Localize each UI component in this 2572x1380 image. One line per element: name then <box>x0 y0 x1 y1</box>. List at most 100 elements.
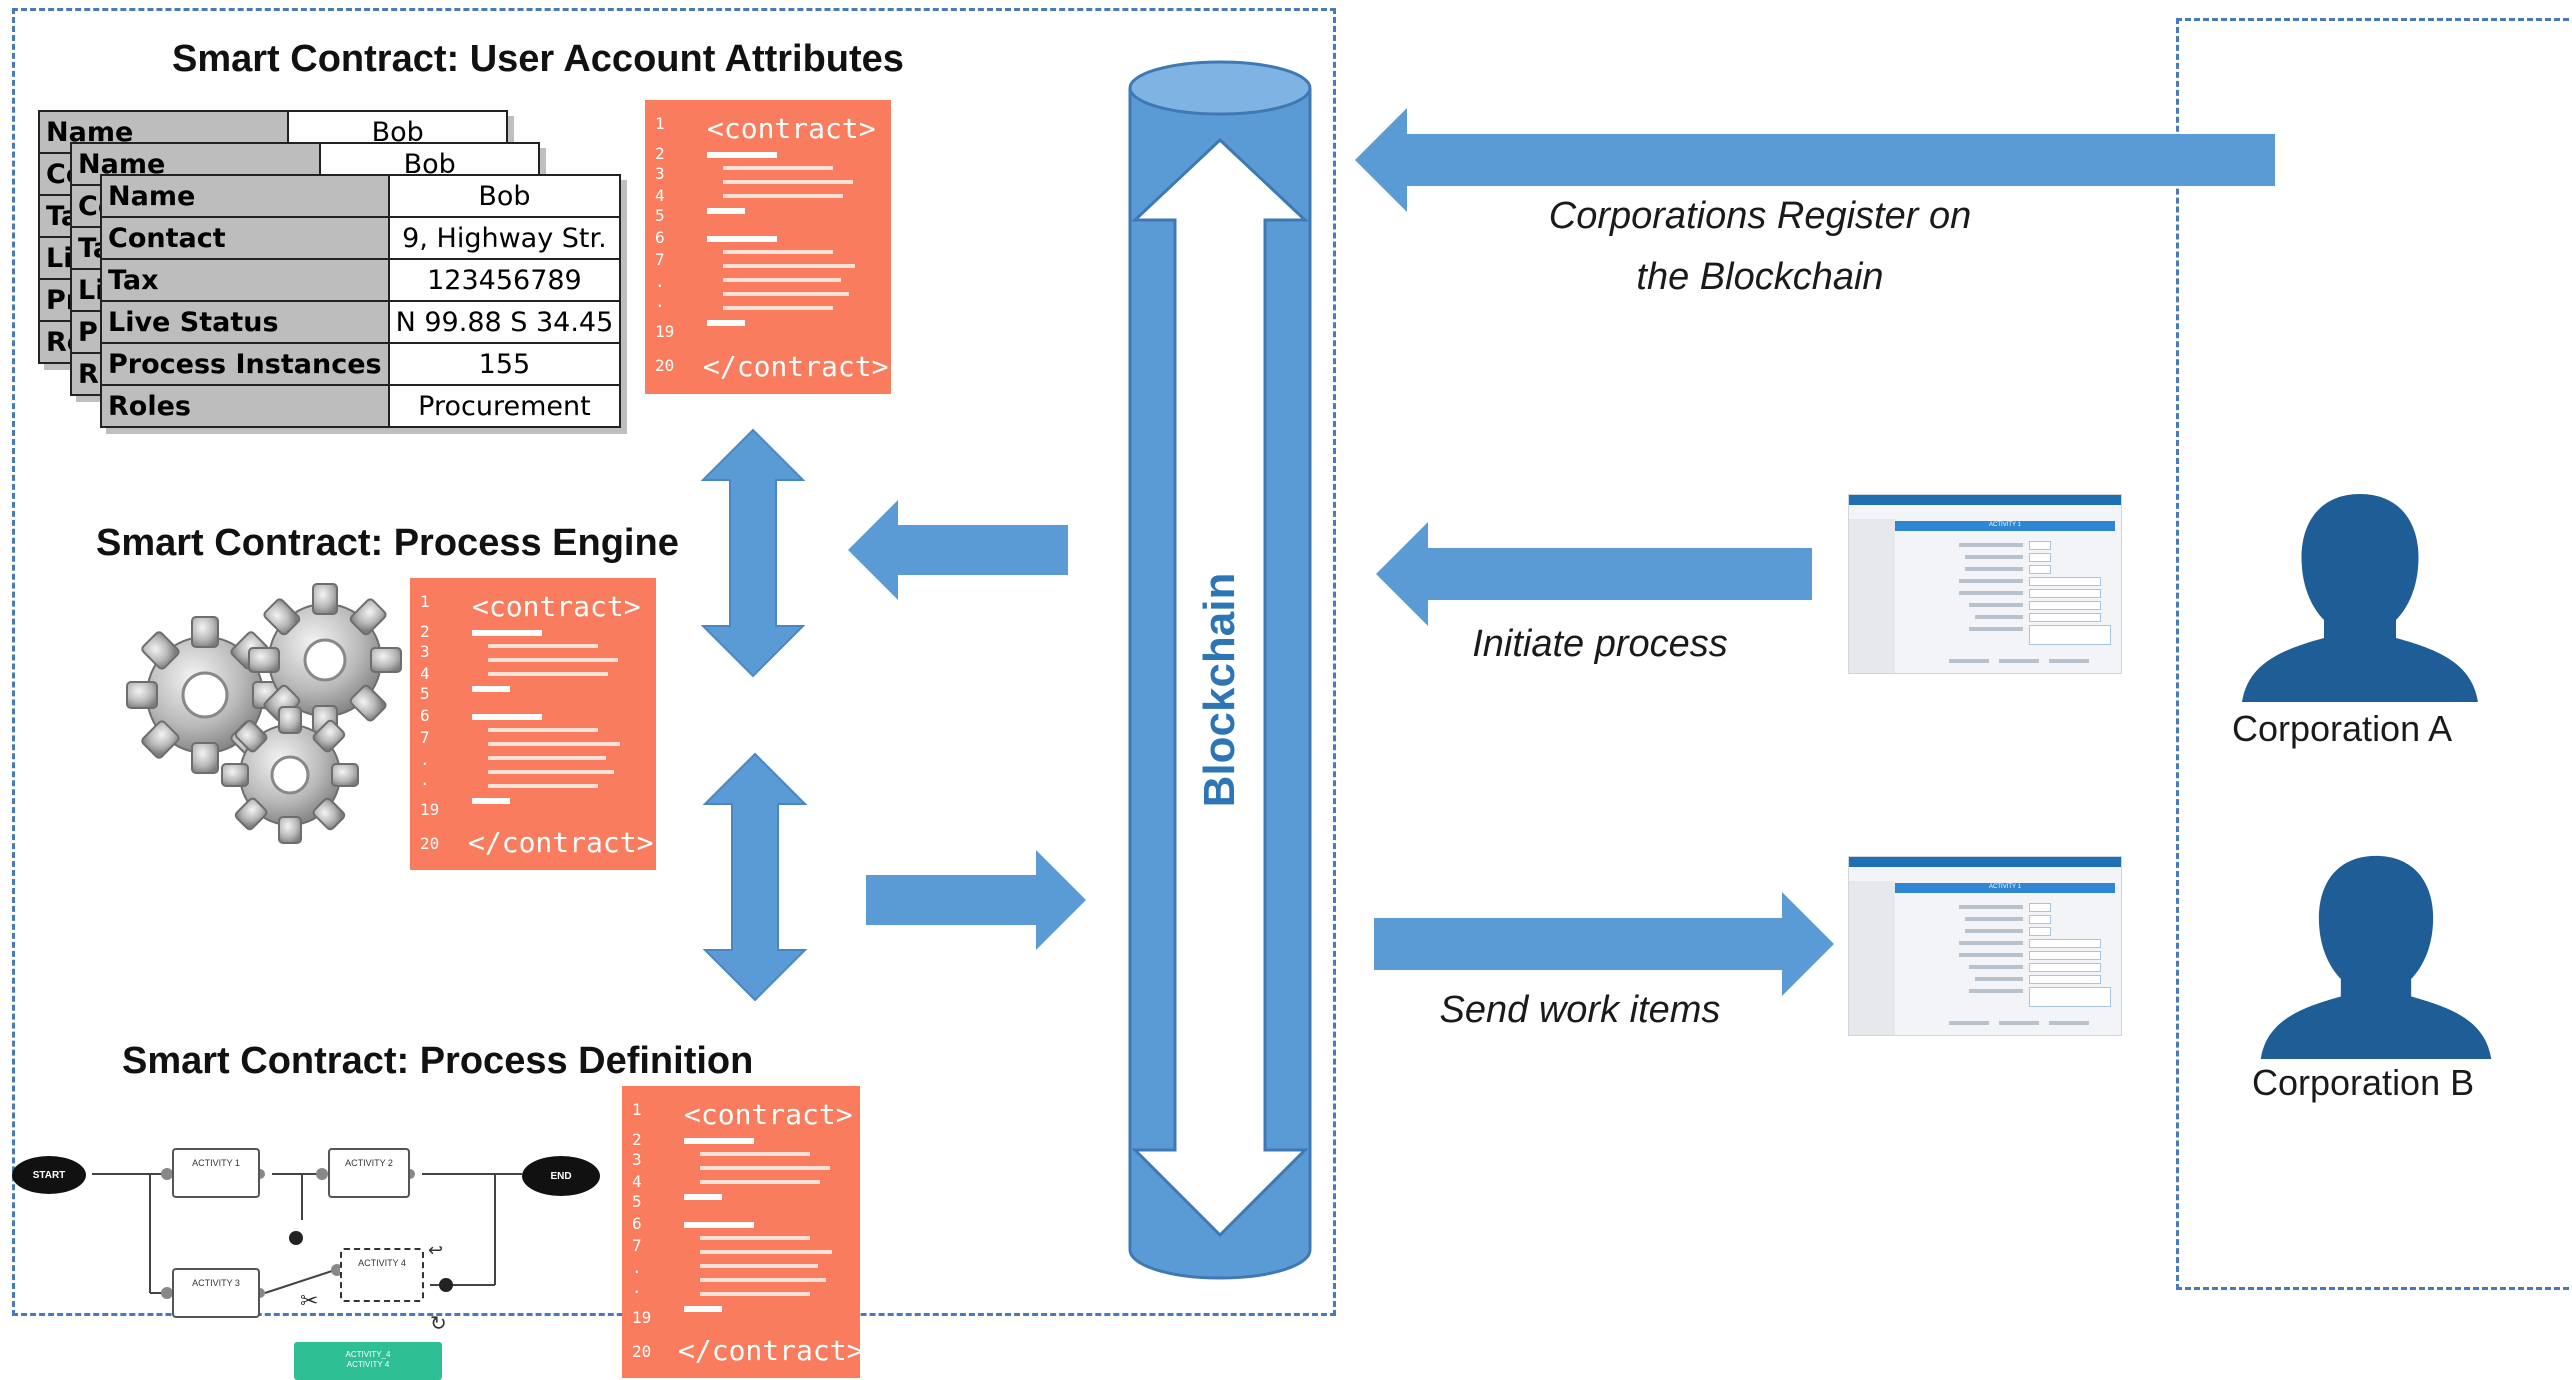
arrow-send <box>1374 892 1834 996</box>
activity-box: ACTIVITY 1 <box>172 1148 260 1198</box>
code-line-bar <box>700 1236 810 1240</box>
contract-line-number: . <box>632 1278 642 1297</box>
screenshot-title: ACTIVITY 1 <box>1989 522 2021 528</box>
attribute-row-contact: Contact 9, Highway Str. <box>100 216 622 260</box>
code-line-bar <box>700 1152 810 1156</box>
contract-open-tag: <contract> <box>707 112 876 145</box>
contract-line-number: . <box>655 292 665 311</box>
code-line-bar <box>723 250 833 254</box>
gears-icon <box>126 583 402 844</box>
blockchain-label: Blockchain <box>1195 572 1244 808</box>
code-line-bar <box>700 1278 826 1282</box>
contract-line-number: 6 <box>420 706 430 725</box>
code-line-bar <box>723 180 853 184</box>
svg-text:↩: ↩ <box>428 1240 443 1261</box>
contract-line-number: 2 <box>655 144 665 163</box>
contract-line-number: 4 <box>420 664 430 683</box>
code-line-bar <box>707 152 777 158</box>
code-line-bar <box>684 1222 754 1228</box>
code-line-bar <box>723 166 833 170</box>
person-icon <box>2242 494 2478 702</box>
arrow-initiate <box>1376 522 1812 626</box>
contract-line-number: 3 <box>632 1150 642 1169</box>
code-line-bar <box>723 194 843 198</box>
activity-label: ACTIVITY 1 <box>192 1158 240 1168</box>
attr-key: Live Status <box>100 300 390 344</box>
code-line-bar <box>723 292 849 296</box>
attribute-row-roles: Roles Procurement <box>100 384 622 428</box>
contract-close-tag: </contract> <box>468 826 654 859</box>
svg-text:↻: ↻ <box>430 1311 447 1335</box>
heading-process-definition: Smart Contract: Process Definition <box>122 1040 754 1082</box>
contract-close-tag: </contract> <box>678 1334 864 1367</box>
attribute-row-name: Name Bob <box>100 174 622 218</box>
code-line-bar <box>723 278 841 282</box>
arrow-register <box>1355 108 2275 212</box>
end-label: END <box>550 1170 572 1182</box>
contract-open-tag: <contract> <box>472 590 641 623</box>
code-line-bar <box>723 306 833 310</box>
contract-line-number: 6 <box>655 228 665 247</box>
contract-line-number: . <box>655 272 665 291</box>
code-line-bar <box>472 714 542 720</box>
arrow-left <box>848 500 1068 600</box>
badge-line: ACTIVITY_4 <box>345 1350 391 1359</box>
attr-value: 9, Highway Str. <box>387 216 622 260</box>
contract-line-number: 7 <box>420 728 430 747</box>
contract-line-number: 3 <box>420 642 430 661</box>
code-line-bar <box>700 1292 810 1296</box>
code-line-bar <box>488 742 620 746</box>
code-line-bar <box>700 1264 818 1268</box>
contract-line-number: 6 <box>632 1214 642 1233</box>
person-icon <box>2260 855 2492 1060</box>
attr-value: N 99.88 S 34.45 <box>387 300 622 344</box>
label-register: Corporations Register on the Blockchain <box>1548 195 1972 298</box>
activity-label: ACTIVITY 4 <box>358 1258 406 1268</box>
activity-label: ACTIVITY 3 <box>192 1278 240 1288</box>
code-line-bar <box>700 1180 820 1184</box>
contract-line-number: 20 <box>632 1342 652 1361</box>
attr-key: Name <box>100 174 390 218</box>
attr-key: Contact <box>100 216 390 260</box>
blockchain-cylinder <box>1128 60 1312 1280</box>
start-node: START <box>12 1156 86 1194</box>
contract-line-number: 1 <box>420 592 430 611</box>
contract-line-number: 5 <box>420 684 430 703</box>
corporation-b-label: Corporation B <box>2252 1062 2475 1103</box>
attr-value: 155 <box>387 342 622 386</box>
activity-box: ACTIVITY 3 <box>172 1268 260 1318</box>
code-line-bar <box>488 658 618 662</box>
code-line-bar <box>700 1250 832 1254</box>
contract-line-number: 1 <box>632 1100 642 1119</box>
attr-value: Bob <box>387 174 622 218</box>
code-line-bar <box>472 686 510 692</box>
attribute-table: Name Bob Contact 9, Highway Str. Tax 123… <box>100 174 622 428</box>
contract-line-number: 19 <box>655 322 675 341</box>
label-initiate: Initiate process <box>1472 623 1728 665</box>
attr-value: 123456789 <box>387 258 622 302</box>
screenshot-title: ACTIVITY 1 <box>1989 884 2021 890</box>
attribute-row-tax: Tax 123456789 <box>100 258 622 302</box>
attribute-row-live-status: Live Status N 99.88 S 34.45 <box>100 300 622 344</box>
label-send: Send work items <box>1439 989 1721 1031</box>
code-line-bar <box>488 756 606 760</box>
code-line-bar <box>707 208 745 214</box>
attribute-row-process-instances: Process Instances 155 <box>100 342 622 386</box>
attr-value: Procurement <box>387 384 622 428</box>
contract-line-number: 4 <box>655 186 665 205</box>
contract-line-number: 20 <box>655 356 675 375</box>
code-line-bar <box>707 320 745 326</box>
code-line-bar <box>472 630 542 636</box>
contract-line-number: 4 <box>632 1172 642 1191</box>
work-item-form-screenshot: ACTIVITY 1 <box>1848 856 2122 1036</box>
corporations-boundary <box>2176 18 2572 1290</box>
code-line-bar <box>488 770 614 774</box>
heading-user-account-attributes: Smart Contract: User Account Attributes <box>172 38 904 80</box>
contract-open-tag: <contract> <box>684 1098 853 1131</box>
activity-box: ACTIVITY 2 <box>328 1148 410 1198</box>
activity-box-selected: ACTIVITY 4 <box>340 1248 424 1302</box>
contract-line-number: 5 <box>632 1192 642 1211</box>
